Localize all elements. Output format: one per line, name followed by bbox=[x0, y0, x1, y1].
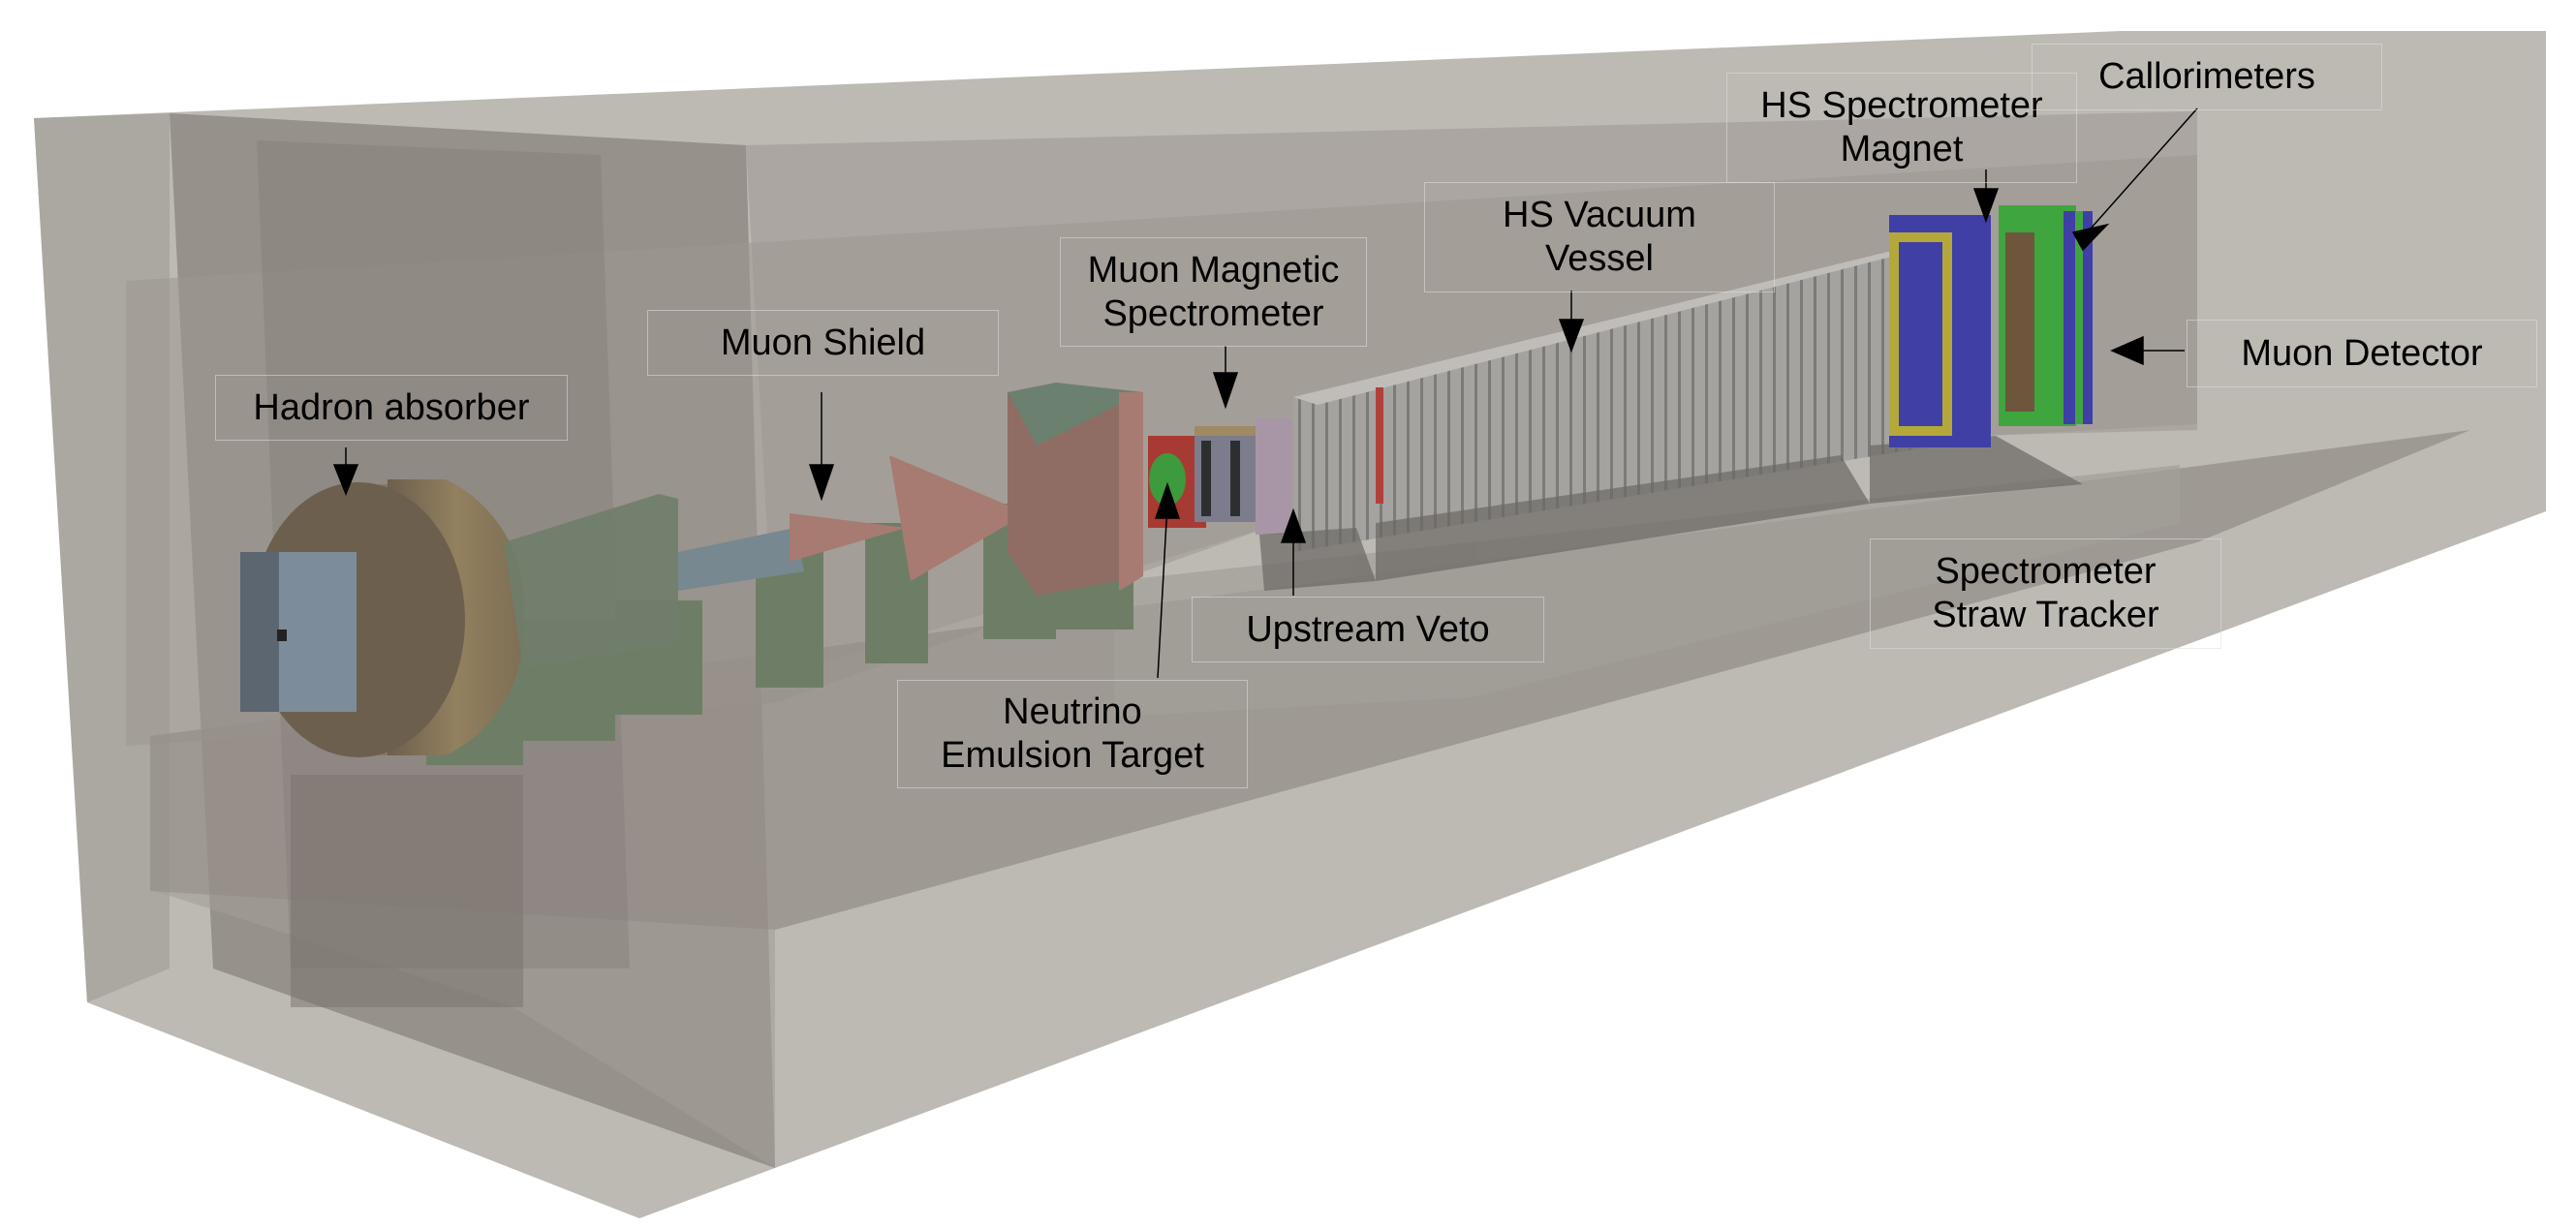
label-text: Upstream Veto bbox=[1246, 608, 1490, 650]
label-hs-spectrometer-magnet: HS Spectrometer Magnet bbox=[1726, 73, 2077, 183]
label-text: Muon Shield bbox=[720, 322, 926, 363]
muon-shield bbox=[504, 383, 1143, 668]
label-neutrino-emulsion-target: Neutrino Emulsion Target bbox=[897, 680, 1248, 788]
label-text: Neutrino bbox=[1003, 691, 1142, 732]
muon-detector bbox=[2064, 211, 2093, 424]
label-muon-shield: Muon Shield bbox=[647, 310, 999, 376]
label-text: Hadron absorber bbox=[253, 386, 530, 428]
label-text: HS Spectrometer bbox=[1760, 85, 2043, 126]
label-text: Spectrometer bbox=[1102, 292, 1324, 334]
label-muon-detector: Muon Detector bbox=[2187, 320, 2537, 387]
label-hs-vacuum-vessel: HS Vacuum Vessel bbox=[1424, 182, 1775, 292]
label-spectrometer-straw-tracker: Spectrometer Straw Tracker bbox=[1870, 538, 2221, 649]
label-text: Spectrometer bbox=[1935, 551, 2157, 592]
label-text: Emulsion Target bbox=[941, 735, 1204, 776]
label-text: Straw Tracker bbox=[1932, 595, 2159, 635]
vessel-supports bbox=[1259, 436, 2083, 591]
callout-arrows bbox=[332, 108, 2198, 679]
callorimeters bbox=[1999, 205, 2076, 426]
hs-vacuum-vessel bbox=[1293, 237, 1967, 552]
label-text: Magnet bbox=[1840, 129, 1964, 169]
hadron-absorber bbox=[240, 479, 524, 757]
hs-spectrometer-magnet bbox=[1889, 215, 1991, 447]
upstream-veto bbox=[1256, 418, 1292, 535]
label-text: Callorimeters bbox=[2098, 56, 2315, 97]
label-callorimeters: Callorimeters bbox=[2032, 44, 2382, 110]
label-muon-magnetic-spectrometer: Muon Magnetic Spectrometer bbox=[1060, 237, 1367, 347]
muon-magnetic-spectrometer bbox=[1195, 426, 1264, 522]
label-text: Muon Magnetic bbox=[1087, 249, 1340, 291]
label-text: Muon Detector bbox=[2241, 332, 2483, 374]
label-upstream-veto: Upstream Veto bbox=[1192, 597, 1544, 662]
label-hadron-absorber: Hadron absorber bbox=[215, 375, 568, 441]
label-text: HS Vacuum bbox=[1503, 195, 1696, 235]
label-text: Vessel bbox=[1545, 238, 1654, 279]
